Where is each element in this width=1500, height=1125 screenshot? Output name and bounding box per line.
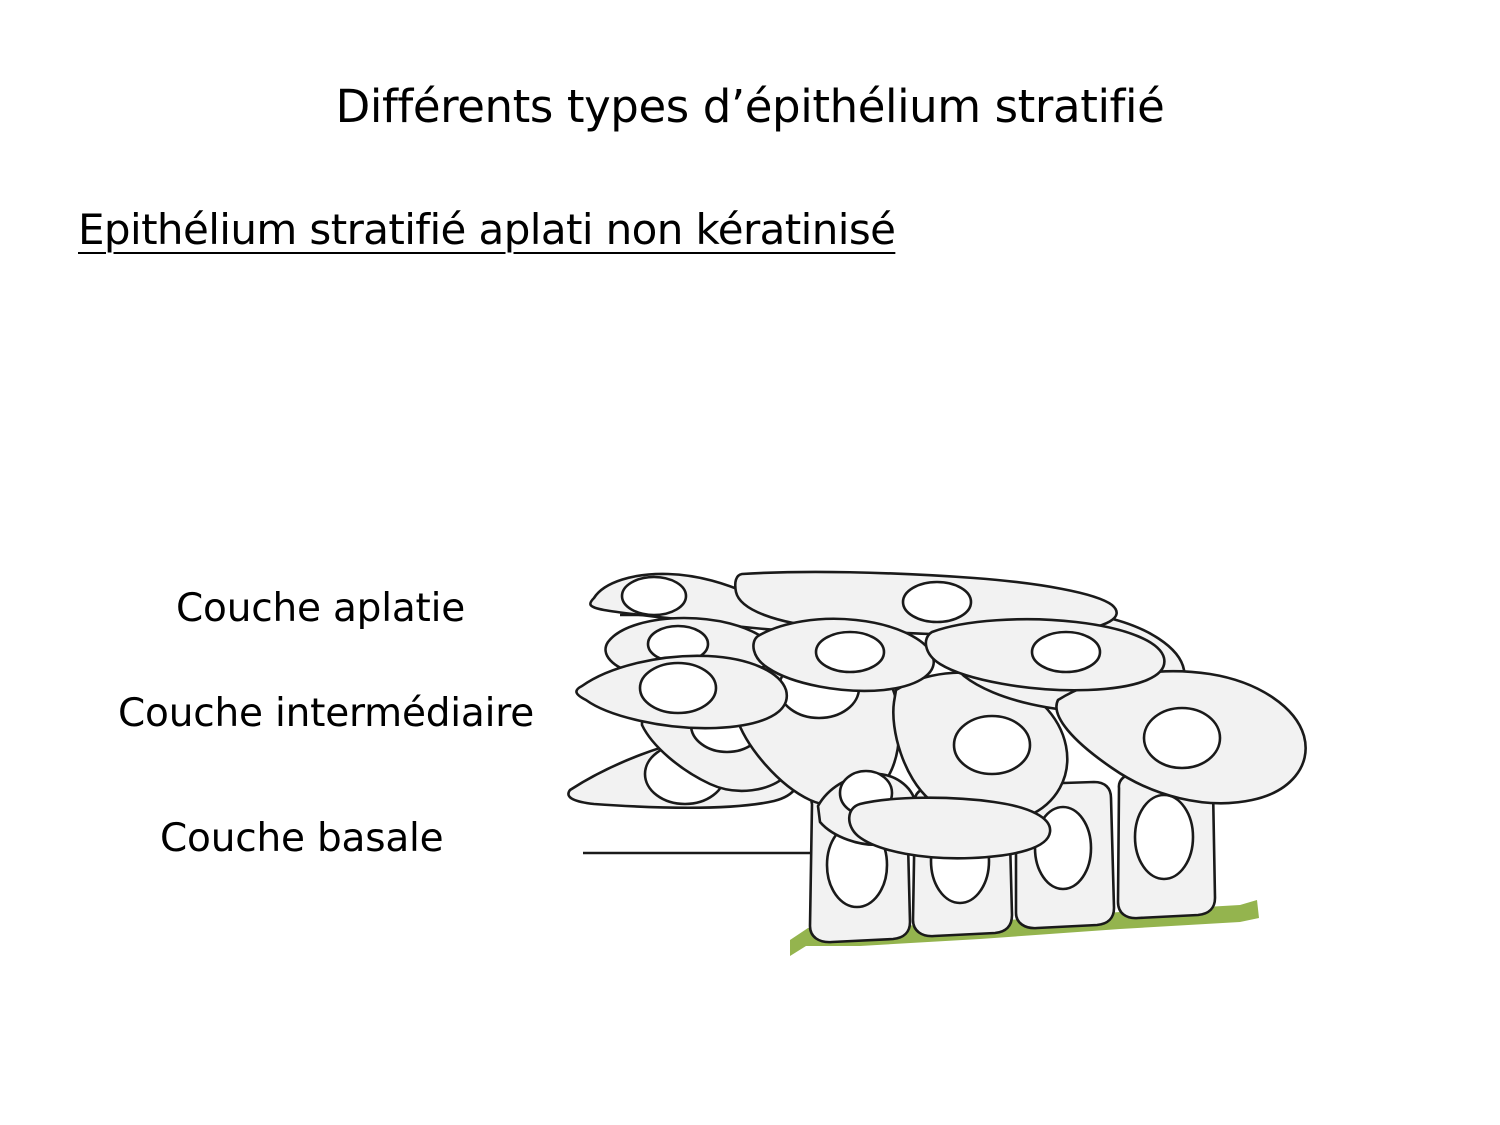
squamous-nucleus-1 xyxy=(620,575,688,617)
squamous-cell-5 xyxy=(924,617,1166,692)
squamous-nucleus-4 xyxy=(814,630,886,674)
intermediate-nucleus-5 xyxy=(952,714,1032,776)
intermediate-nucleus-8 xyxy=(1142,706,1222,770)
squamous-nucleus-5 xyxy=(1030,630,1102,674)
label-couche-basale: Couche basale xyxy=(160,816,444,861)
section-subtitle: Epithélium stratifié aplati non kératini… xyxy=(78,205,896,254)
intermediate-cell-8 xyxy=(1055,669,1307,805)
squamous-cell-4 xyxy=(752,617,935,693)
intermediate-cell-6 xyxy=(847,796,1052,860)
epithelium-diagram xyxy=(560,560,1350,970)
label-couche-aplatie: Couche aplatie xyxy=(176,586,466,631)
squamous-cell-6 xyxy=(575,654,789,730)
page-title: Différents types d’épithélium stratifié xyxy=(335,80,1165,133)
basal-nucleus-4 xyxy=(1133,793,1195,881)
label-couche-intermediaire: Couche intermédiaire xyxy=(118,691,535,736)
intermediate-cell-5 xyxy=(892,671,1069,825)
squamous-layer xyxy=(575,570,1166,730)
squamous-nucleus-6 xyxy=(638,661,718,715)
squamous-nucleus-2 xyxy=(901,580,973,624)
